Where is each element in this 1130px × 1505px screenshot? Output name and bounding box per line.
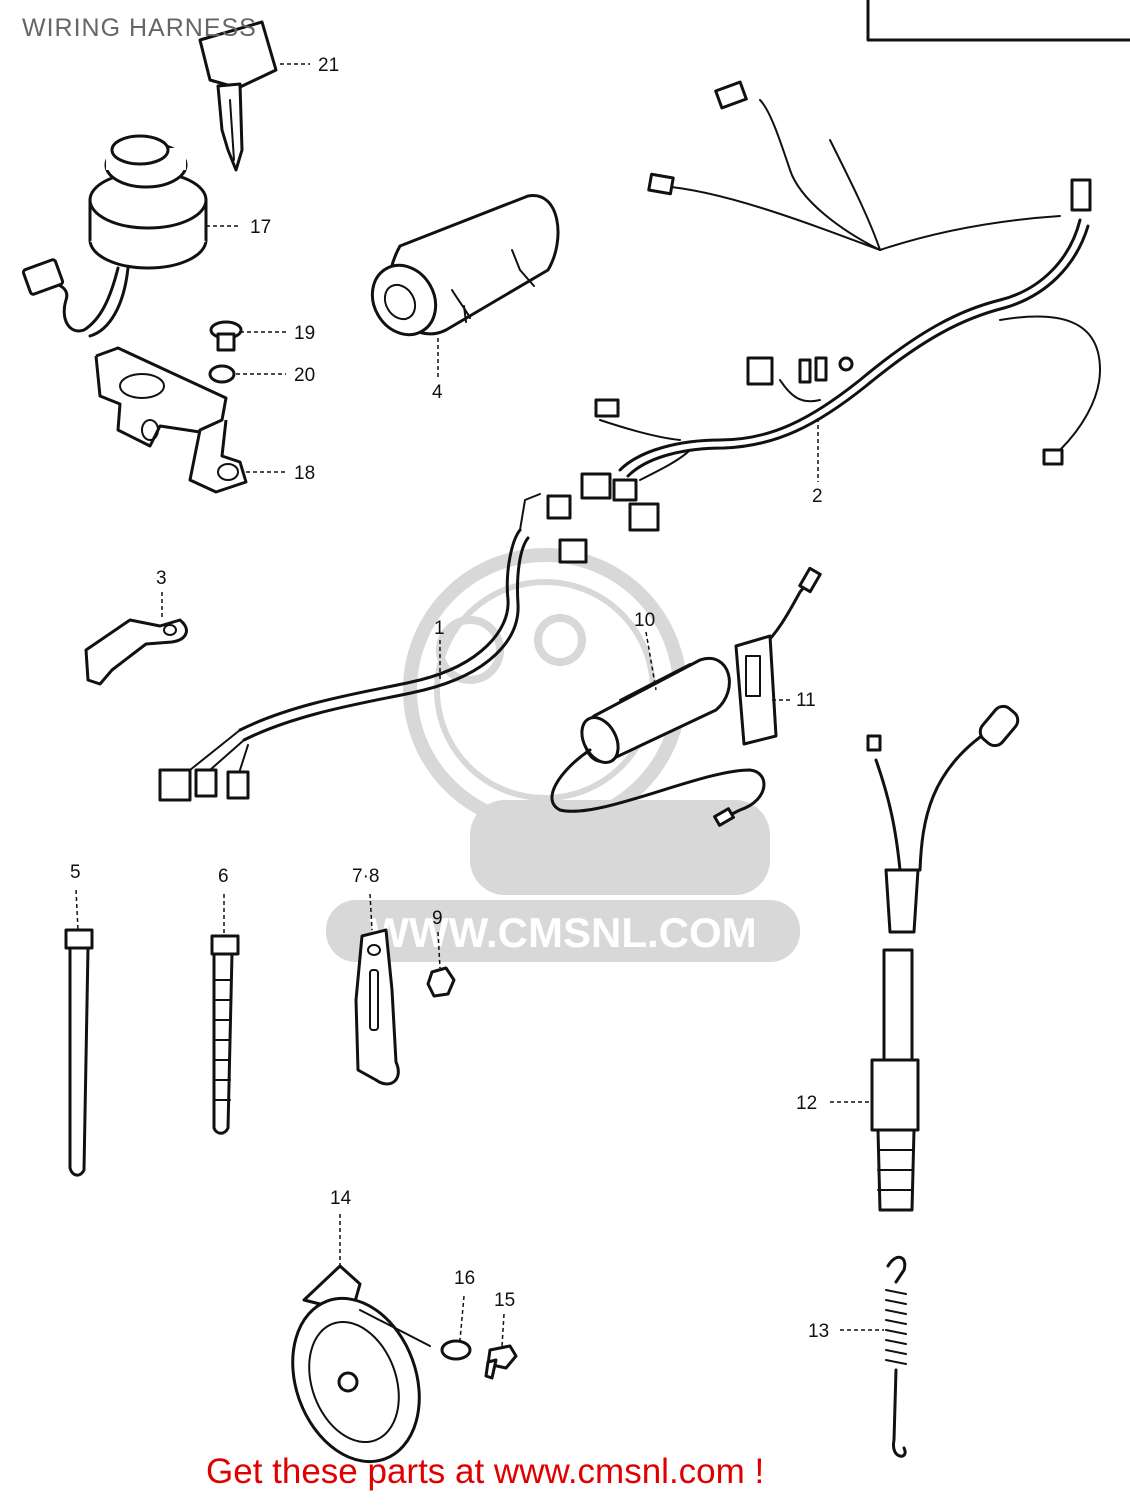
cable-tie-long-part xyxy=(64,928,94,1177)
callout-16: 16 xyxy=(454,1268,475,1289)
nut-part xyxy=(426,966,456,998)
horn-washer-part xyxy=(440,1339,472,1361)
callout-5: 5 xyxy=(70,862,81,883)
diagram-title: WIRING HARNESS xyxy=(22,14,257,42)
callout-17: 17 xyxy=(250,217,271,238)
sub-harness-part xyxy=(158,493,588,802)
spring-part xyxy=(885,1255,907,1458)
rubber-holder-part xyxy=(734,634,778,746)
callout-11: 11 xyxy=(796,690,816,711)
callout-21: 21 xyxy=(318,55,339,76)
callout-14: 14 xyxy=(330,1188,352,1209)
callout-10: 10 xyxy=(634,610,655,631)
key-part xyxy=(198,20,278,172)
callout-2: 2 xyxy=(812,486,823,507)
watermark-url: WWW.CMSNL.COM xyxy=(369,909,756,956)
horn-part xyxy=(291,1264,431,1464)
cable-tie-part xyxy=(210,934,240,1135)
ignition-switch-part xyxy=(21,134,208,338)
callout-20: 20 xyxy=(294,365,315,386)
callout-4: 4 xyxy=(432,382,443,403)
callout-labels: 21 17 19 20 18 4 2 3 1 10 11 5 6 7·8 9 1… xyxy=(70,55,829,1342)
callout-18: 18 xyxy=(294,463,315,484)
callout-9: 9 xyxy=(432,908,443,929)
frame-corner xyxy=(866,0,1130,42)
footer-link-text[interactable]: Get these parts at www.cmsnl.com ! xyxy=(206,1452,765,1491)
horn-bolt-part xyxy=(484,1344,518,1380)
callout-12: 12 xyxy=(796,1093,817,1114)
stop-switch-part xyxy=(866,704,1020,1212)
bracket-part xyxy=(94,346,248,494)
callout-6: 6 xyxy=(218,866,229,887)
clamp-part xyxy=(84,618,188,686)
callout-1: 1 xyxy=(434,618,445,639)
callout-15: 15 xyxy=(494,1290,515,1311)
band-clamp-part xyxy=(354,928,400,1086)
callout-3: 3 xyxy=(156,568,167,589)
callout-7-8: 7·8 xyxy=(352,866,379,887)
condenser-part xyxy=(370,194,560,337)
leader-lines xyxy=(75,63,884,1347)
watermark-logo: CMS WWW.CMSNL.COM xyxy=(326,548,800,962)
washer-part xyxy=(208,364,236,384)
screw-part xyxy=(209,320,243,352)
callout-13: 13 xyxy=(808,1321,829,1342)
main-harness-part xyxy=(580,80,1101,532)
callout-19: 19 xyxy=(294,323,315,344)
watermark-brand: CMS xyxy=(522,798,718,897)
